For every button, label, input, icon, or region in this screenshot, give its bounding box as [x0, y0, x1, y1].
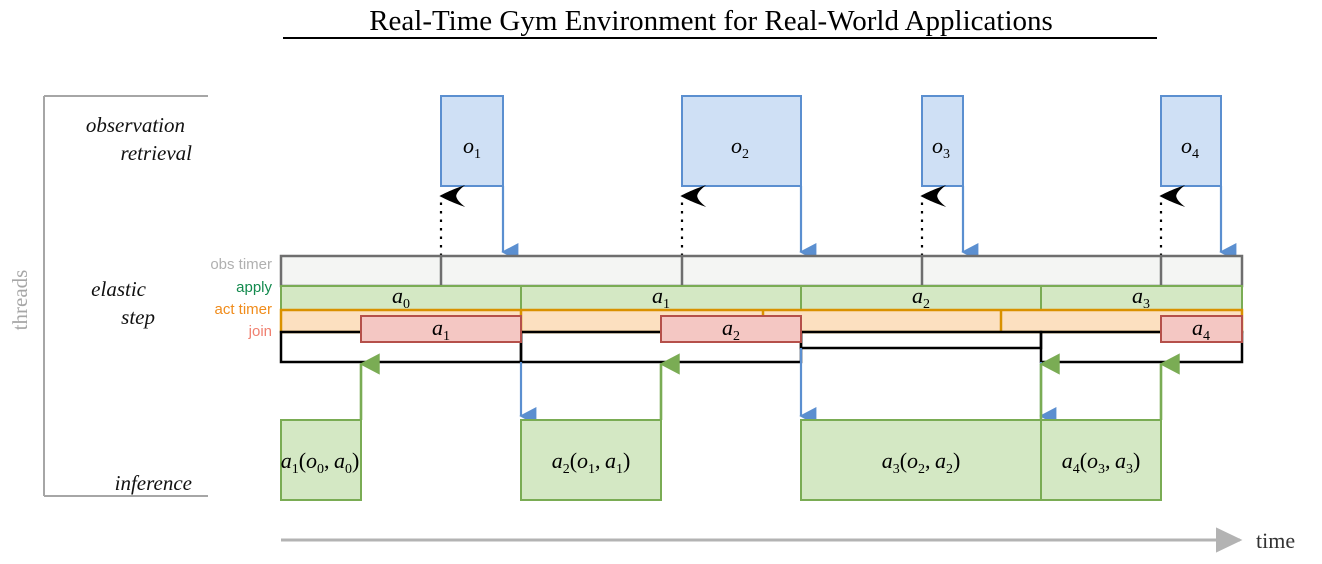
- observation-boxes: o1 o2 o3 o4: [440, 95, 1222, 187]
- observation-label-o3: o3: [932, 133, 950, 162]
- row-label-observation-2: retrieval: [120, 141, 192, 165]
- join-row: a1 a2 a4: [360, 315, 1243, 344]
- apply-block-a2[interactable]: [800, 285, 1042, 311]
- legend-apply: apply: [236, 279, 272, 296]
- threads-label: threads: [8, 270, 32, 331]
- apply-row: a0 a1 a2 a3: [280, 283, 1243, 312]
- inference-label-a4: a4(o3, a3): [1062, 448, 1141, 477]
- row-label-observation-1: observation: [86, 113, 185, 137]
- threads-bracket: [43, 95, 208, 497]
- inference-to-step-arrows: [359, 353, 1180, 420]
- step-box-3: [799, 330, 1043, 350]
- inference-label-a1: a1(o0, a0): [281, 448, 360, 477]
- apply-label-a0: a0: [392, 283, 410, 312]
- time-axis-label: time: [1256, 528, 1295, 553]
- join-block-a4[interactable]: [1160, 315, 1243, 343]
- legend-act-timer: act timer: [214, 301, 272, 318]
- row-label-elastic-1: elastic: [91, 277, 146, 301]
- inference-boxes: a1(o0, a0) a2(o1, a1) a3(o2, a2) a4(o3, …: [280, 419, 1162, 501]
- join-block-a1[interactable]: [360, 315, 522, 343]
- join-label-a1: a1: [432, 315, 450, 344]
- obs-request-arrows: [439, 185, 1186, 256]
- inference-box-a2[interactable]: [520, 419, 662, 501]
- obs-timer-row: [279, 254, 1244, 288]
- inference-label-a3: a3(o2, a2): [882, 448, 961, 477]
- apply-label-a3: a3: [1132, 283, 1150, 312]
- legend-obs-timer: obs timer: [210, 256, 272, 273]
- apply-block-a0[interactable]: [280, 285, 522, 311]
- page-title: Real-Time Gym Environment for Real-World…: [369, 5, 1053, 37]
- row-label-elastic-2: step: [121, 305, 155, 329]
- apply-label-a1: a1: [652, 283, 670, 312]
- step-to-inference-arrows: [519, 348, 1057, 426]
- observation-box-o4[interactable]: o4: [1160, 95, 1222, 187]
- observation-label-o1: o1: [463, 133, 481, 162]
- join-label-a4: a4: [1192, 315, 1210, 344]
- observation-label-o4: o4: [1181, 133, 1199, 162]
- observation-box-o2[interactable]: o2: [681, 95, 802, 187]
- join-block-a2[interactable]: [660, 315, 802, 343]
- inference-box-a4[interactable]: [1040, 419, 1162, 501]
- observation-label-o2: o2: [731, 133, 749, 162]
- legend-join: join: [248, 323, 272, 340]
- join-label-a2: a2: [722, 315, 740, 344]
- step-box-4: [1039, 330, 1244, 364]
- inference-label-a2: a2(o1, a1): [552, 448, 631, 477]
- obs-delivery-arrows: [501, 186, 1237, 262]
- apply-label-a2: a2: [912, 283, 930, 312]
- inference-box-a3[interactable]: [800, 419, 1042, 501]
- observation-box-o3[interactable]: o3: [921, 95, 964, 187]
- observation-box-o1[interactable]: o1: [440, 95, 504, 187]
- row-label-inference: inference: [115, 471, 192, 495]
- inference-box-a1[interactable]: [280, 419, 362, 501]
